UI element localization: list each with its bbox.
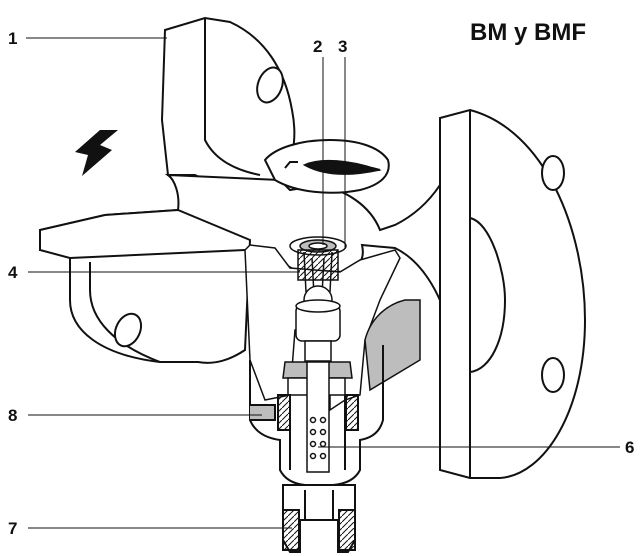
spring-coils	[309, 416, 327, 460]
callout-4: 4	[8, 263, 18, 282]
right-flange	[439, 108, 587, 479]
outlet-flange	[39, 208, 252, 364]
callout-leaders	[26, 37, 620, 529]
callout-1: 1	[8, 29, 17, 48]
bolt-hole	[256, 66, 284, 104]
valve-seat	[289, 236, 347, 293]
bolt-hole	[541, 155, 565, 191]
callout-2: 2	[313, 37, 322, 56]
bimetal-stack	[282, 340, 353, 473]
ball-valve-element	[295, 257, 341, 342]
lower-cap	[249, 345, 384, 486]
flow-arrow-icon	[75, 130, 118, 176]
callout-3: 3	[338, 37, 347, 56]
drain-nipple	[282, 484, 356, 553]
diagram-title: BM y BMF	[470, 19, 586, 46]
callout-6: 6	[625, 438, 634, 457]
callout-7: 7	[8, 519, 17, 538]
bolt-hole	[541, 357, 565, 393]
bolt-hole	[113, 312, 143, 348]
callout-8: 8	[8, 406, 17, 425]
